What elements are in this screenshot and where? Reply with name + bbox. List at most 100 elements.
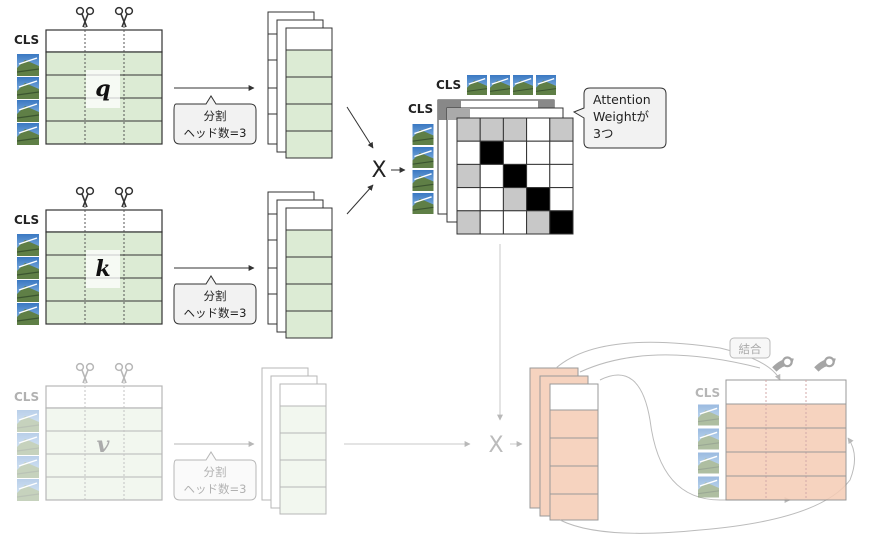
concat-arrow-mid — [579, 354, 761, 373]
split-label-line2: ヘッド数=3 — [184, 126, 247, 140]
output-matrix: CLS — [695, 379, 847, 501]
scissors-icon — [114, 6, 134, 28]
callout-line3: 3つ — [593, 126, 613, 141]
q-to-multiply-arrow — [346, 106, 374, 149]
multiply-sign-av: X — [488, 433, 503, 458]
v-image-patch — [17, 479, 39, 501]
v-head-stack — [261, 367, 327, 515]
tape-icon — [813, 356, 837, 373]
q-head-stack — [267, 11, 333, 159]
attention-top-patch — [489, 75, 511, 95]
attention-cell — [502, 187, 528, 212]
attention-cell — [549, 140, 574, 165]
attention-left-patch — [412, 147, 434, 168]
attention-cell — [526, 163, 551, 189]
output-image-patch — [698, 428, 719, 450]
attention-top-patch — [512, 75, 534, 95]
attention-cls-left: CLS — [408, 102, 433, 116]
concat-arrow-bottom — [559, 437, 855, 534]
scissors-icon — [114, 362, 134, 384]
attention-cell — [479, 117, 504, 142]
attention-cell — [502, 140, 528, 165]
concat-label-bubble: 結合 — [729, 337, 771, 359]
k-symbol: k — [95, 256, 110, 282]
attention-cell — [549, 117, 574, 142]
v-symbol: v — [97, 432, 110, 458]
output-head-stack — [529, 367, 599, 521]
v-input-matrix: CLS v — [14, 362, 163, 501]
scissors-icon — [75, 6, 95, 28]
v-cls-label: CLS — [14, 390, 39, 404]
attention-cell — [456, 210, 481, 235]
attention-cell — [456, 187, 481, 212]
scissors-icon — [114, 186, 134, 208]
attention-cell — [479, 140, 504, 165]
split-label-line1: 分割 — [204, 109, 227, 123]
split-label-line1: 分割 — [204, 289, 227, 303]
q-image-patch — [17, 77, 39, 99]
attention-cell — [502, 210, 528, 235]
attention-callout: Attention Weightが 3つ — [572, 87, 667, 149]
attention-top-patch — [466, 75, 488, 95]
concat-arrow-right — [599, 374, 791, 503]
attention-cell — [456, 117, 481, 142]
k-image-patch — [17, 280, 39, 302]
attention-cell — [549, 163, 574, 189]
attention-top-patch — [535, 75, 557, 95]
scissors-icon — [75, 186, 95, 208]
attention-cell — [549, 187, 574, 212]
attention-cell — [479, 210, 504, 235]
callout-line2: Weightが — [593, 109, 650, 124]
multiply-sign-qk: X — [371, 158, 386, 183]
attention-cell — [526, 187, 551, 212]
attention-cell — [456, 140, 481, 165]
k-split-arrow: 分割 ヘッド数=3 — [173, 265, 257, 325]
k-cls-label: CLS — [14, 213, 39, 227]
q-split-arrow: 分割 ヘッド数=3 — [173, 85, 257, 145]
v-image-patch — [17, 433, 39, 455]
callout-line1: Attention — [593, 92, 651, 107]
concat-arrow-top — [555, 341, 781, 381]
attention-cell — [526, 140, 551, 165]
k-to-multiply-arrow — [346, 184, 374, 215]
q-image-patch — [17, 123, 39, 145]
attention-cell — [456, 163, 481, 189]
q-image-patch — [17, 54, 39, 76]
attention-cell — [549, 210, 574, 235]
attention-cell — [479, 163, 504, 189]
split-label-line2: ヘッド数=3 — [184, 482, 247, 496]
attention-cell — [526, 117, 551, 142]
attention-cell — [502, 117, 528, 142]
k-head-stack — [267, 191, 333, 339]
output-cls-label: CLS — [695, 386, 720, 400]
q-input-matrix: CLS q — [14, 6, 163, 145]
attention-left-patch — [412, 170, 434, 191]
k-image-patch — [17, 303, 39, 325]
v-image-patch — [17, 456, 39, 478]
v-image-patch — [17, 410, 39, 432]
attention-left-patch — [412, 124, 434, 145]
q-image-patch — [17, 100, 39, 122]
k-input-matrix: CLS k — [14, 186, 163, 325]
scissors-icon — [75, 362, 95, 384]
attention-grid-front — [456, 117, 574, 235]
attention-weights: CLS CLS — [408, 75, 574, 235]
split-label-line1: 分割 — [204, 465, 227, 479]
attention-cell — [502, 163, 528, 189]
attention-cls-top: CLS — [436, 78, 461, 92]
split-label-line2: ヘッド数=3 — [184, 306, 247, 320]
concat-label: 結合 — [739, 342, 762, 356]
tape-icon — [771, 356, 795, 373]
output-image-patch — [698, 404, 719, 426]
output-image-patch — [698, 452, 719, 474]
k-image-patch — [17, 257, 39, 279]
attention-left-patch — [412, 193, 434, 214]
output-image-patch — [698, 476, 719, 498]
attention-cell — [526, 210, 551, 235]
k-image-patch — [17, 234, 39, 256]
v-split-arrow: 分割 ヘッド数=3 — [173, 441, 257, 501]
attention-cell — [479, 187, 504, 212]
q-cls-label: CLS — [14, 33, 39, 47]
q-symbol: q — [95, 76, 110, 102]
